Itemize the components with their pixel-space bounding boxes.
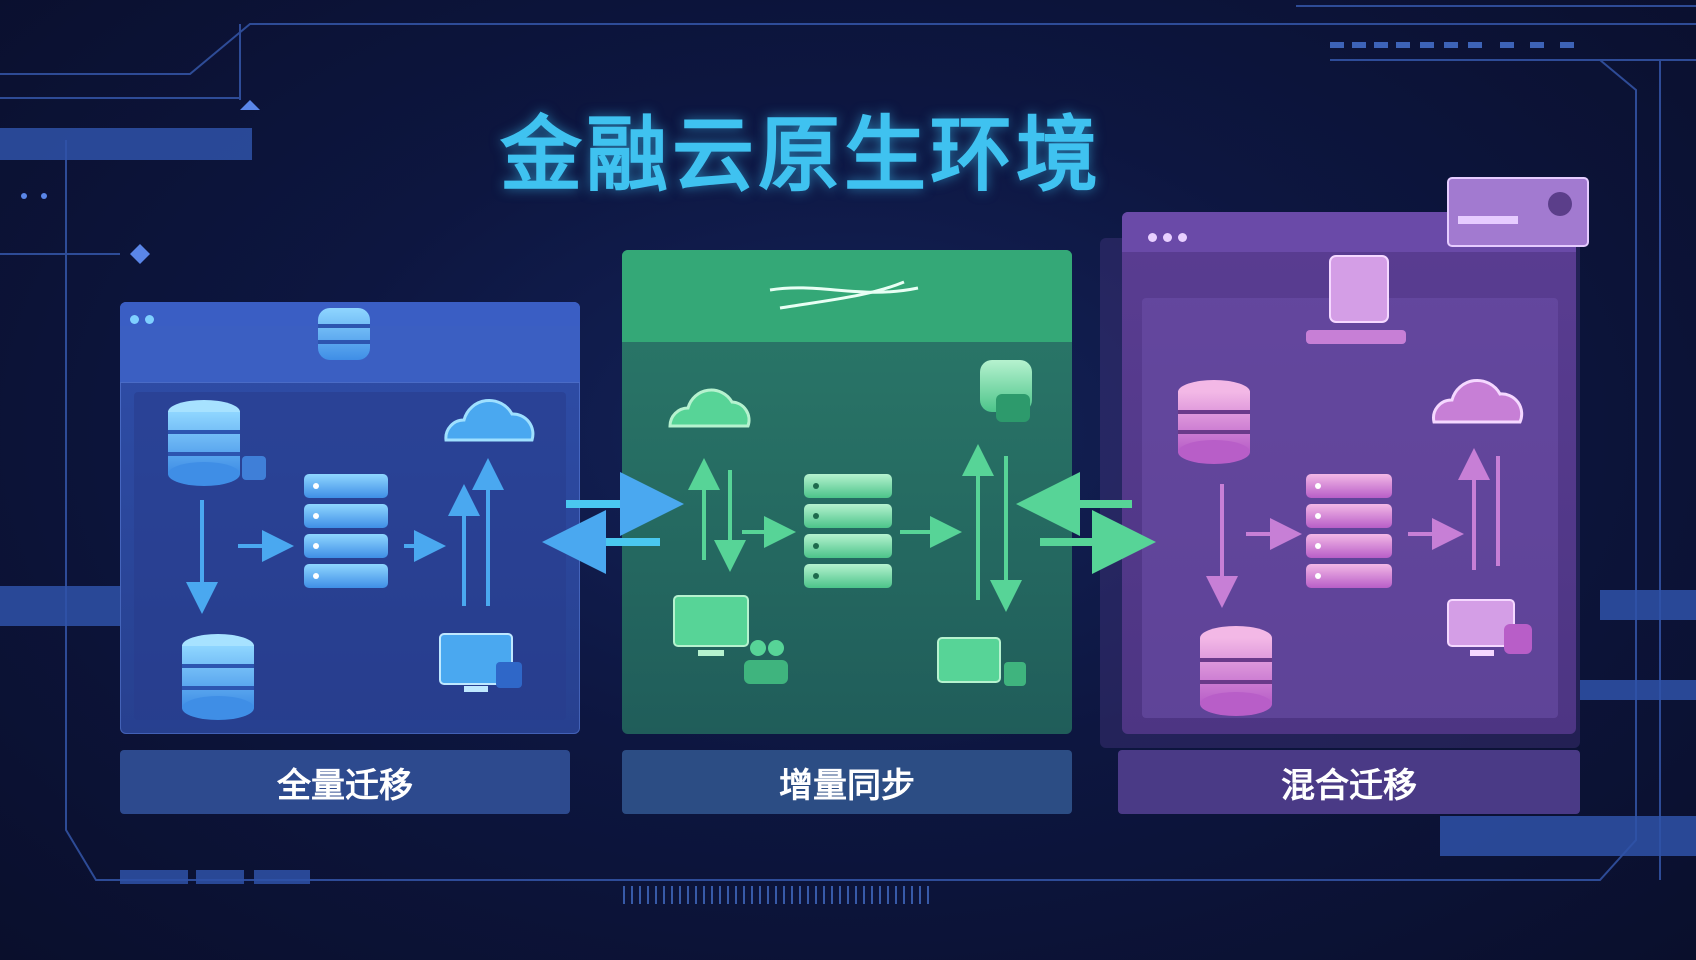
cloud-icon bbox=[444, 398, 535, 442]
sync-swap-icon bbox=[769, 280, 919, 310]
label-hybrid-migration: 混合迁移 bbox=[1118, 750, 1580, 814]
database-shield-icon bbox=[980, 360, 1032, 422]
monitor-icon bbox=[439, 633, 522, 692]
server-rack-icon bbox=[804, 474, 892, 588]
profile-card-icon bbox=[1447, 177, 1589, 247]
database-icon bbox=[1178, 380, 1250, 464]
database-icon bbox=[1200, 626, 1272, 716]
users-icon bbox=[744, 640, 788, 684]
label-full-migration: 全量迁移 bbox=[120, 750, 570, 814]
monitor-icon bbox=[1447, 599, 1532, 656]
sync-arrow-icon bbox=[542, 472, 684, 574]
server-rack-icon bbox=[1306, 474, 1392, 588]
window-dots-icon bbox=[1122, 212, 1576, 261]
server-rack-icon bbox=[304, 474, 388, 588]
sync-arrow-icon bbox=[1016, 472, 1156, 574]
monitor-icon bbox=[673, 595, 749, 656]
flow-arrows bbox=[1206, 448, 1500, 608]
document-server-icon bbox=[1306, 255, 1406, 344]
flow-arrows bbox=[186, 458, 504, 614]
database-icon bbox=[182, 634, 254, 720]
monitor-icon bbox=[937, 637, 1026, 686]
cloud-icon bbox=[668, 388, 751, 428]
flow-arrows bbox=[688, 444, 1022, 612]
label-incremental-sync: 增量同步 bbox=[622, 750, 1072, 814]
window-dots-icon bbox=[120, 302, 580, 335]
database-icon bbox=[168, 400, 266, 486]
diagram-title: 金融云原生环境 bbox=[500, 108, 1103, 203]
cloud-icon bbox=[1432, 378, 1524, 424]
database-icon bbox=[318, 308, 370, 360]
